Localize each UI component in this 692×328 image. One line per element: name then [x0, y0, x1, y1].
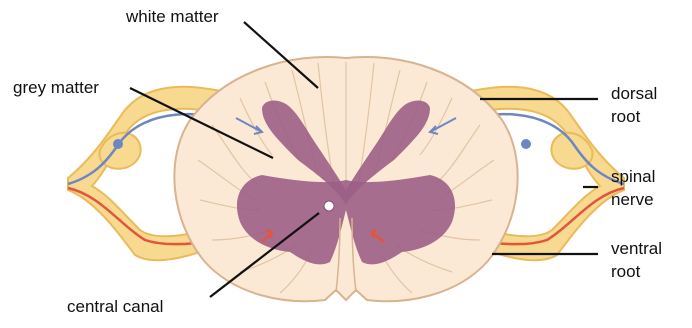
- label-spinal-nerve-line2: nerve: [611, 190, 654, 209]
- left-ganglion-cell: [113, 139, 123, 149]
- label-grey-matter: grey matter: [13, 78, 99, 97]
- label-ventral-root-line2: root: [611, 262, 641, 281]
- label-spinal-nerve-line1: spinal: [611, 167, 655, 186]
- label-white-matter: white matter: [125, 7, 219, 26]
- central-canal: [324, 201, 334, 211]
- label-dorsal-root-line2: root: [611, 107, 641, 126]
- label-ventral-root-line1: ventral: [611, 239, 662, 258]
- label-dorsal-root-line1: dorsal: [611, 84, 657, 103]
- right-ganglion-cell: [521, 139, 531, 149]
- label-central-canal: central canal: [67, 297, 163, 316]
